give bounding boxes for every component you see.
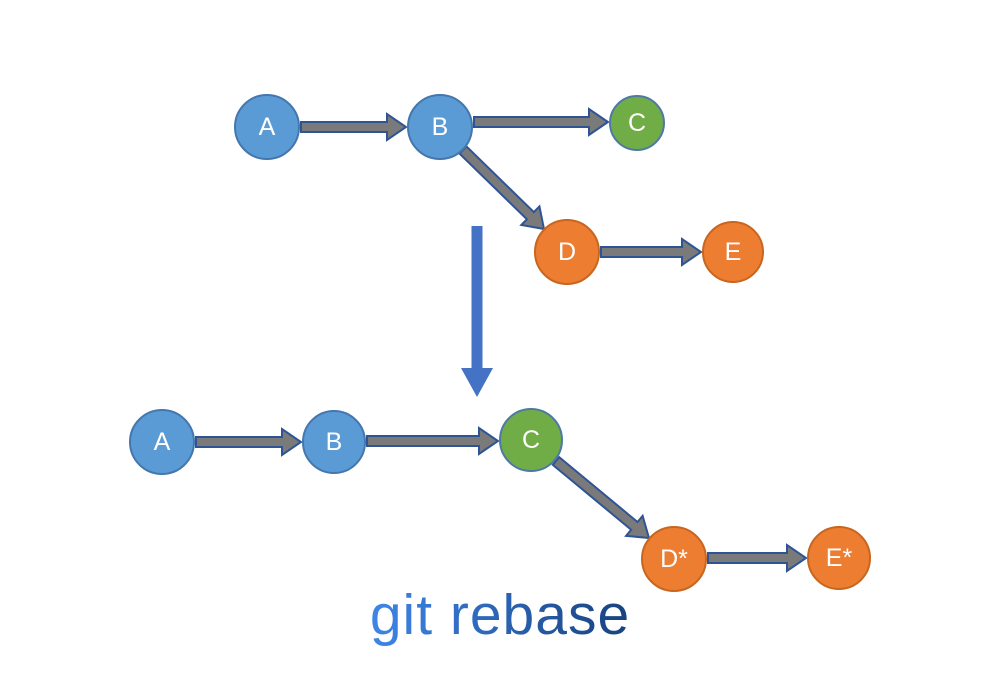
commit-label: C [627,108,647,137]
commit-node-before-B: B [407,94,473,160]
arrow-before-B-D [458,145,546,231]
rebase-transform-arrow [461,226,493,397]
commit-label: D* [660,544,688,573]
commit-node-before-E: E [702,221,764,283]
commit-label: A [153,427,171,456]
commit-label: A [258,112,276,141]
arrow-before-B-C [473,107,610,137]
arrow-after-B-C [366,426,500,456]
arrow-after-A-B [195,427,303,457]
commit-label: E [724,237,742,266]
commit-label: B [325,427,343,456]
commit-label: D [557,237,577,266]
arrow-after-D*-E* [707,543,808,573]
arrow-after-C-D* [551,455,651,540]
caption-git-rebase: git rebase [0,582,1000,648]
arrow-before-D-E [600,237,703,267]
commit-node-after-B: B [302,410,366,474]
commit-label: E* [825,543,853,572]
commit-node-before-C: C [609,95,665,151]
commit-node-after-E-star: E* [807,526,871,590]
commit-node-after-C: C [499,408,563,472]
commit-node-before-D: D [534,219,600,285]
arrow-before-A-B [300,112,408,142]
commit-node-before-A: A [234,94,300,160]
commit-node-after-D-star: D* [641,526,707,592]
commit-node-after-A: A [129,409,195,475]
commit-label: B [431,112,449,141]
commit-label: C [521,425,541,454]
